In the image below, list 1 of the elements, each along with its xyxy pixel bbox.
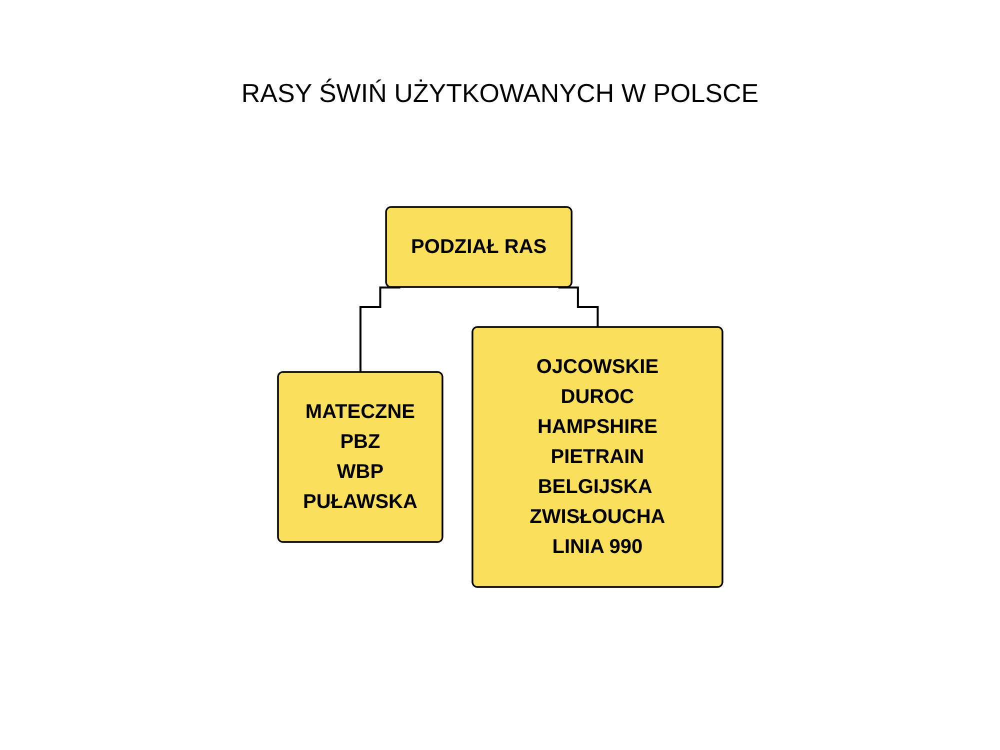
diagram-title: RASY ŚWIŃ UŻYTKOWANYCH W POLSCE [240, 78, 760, 109]
